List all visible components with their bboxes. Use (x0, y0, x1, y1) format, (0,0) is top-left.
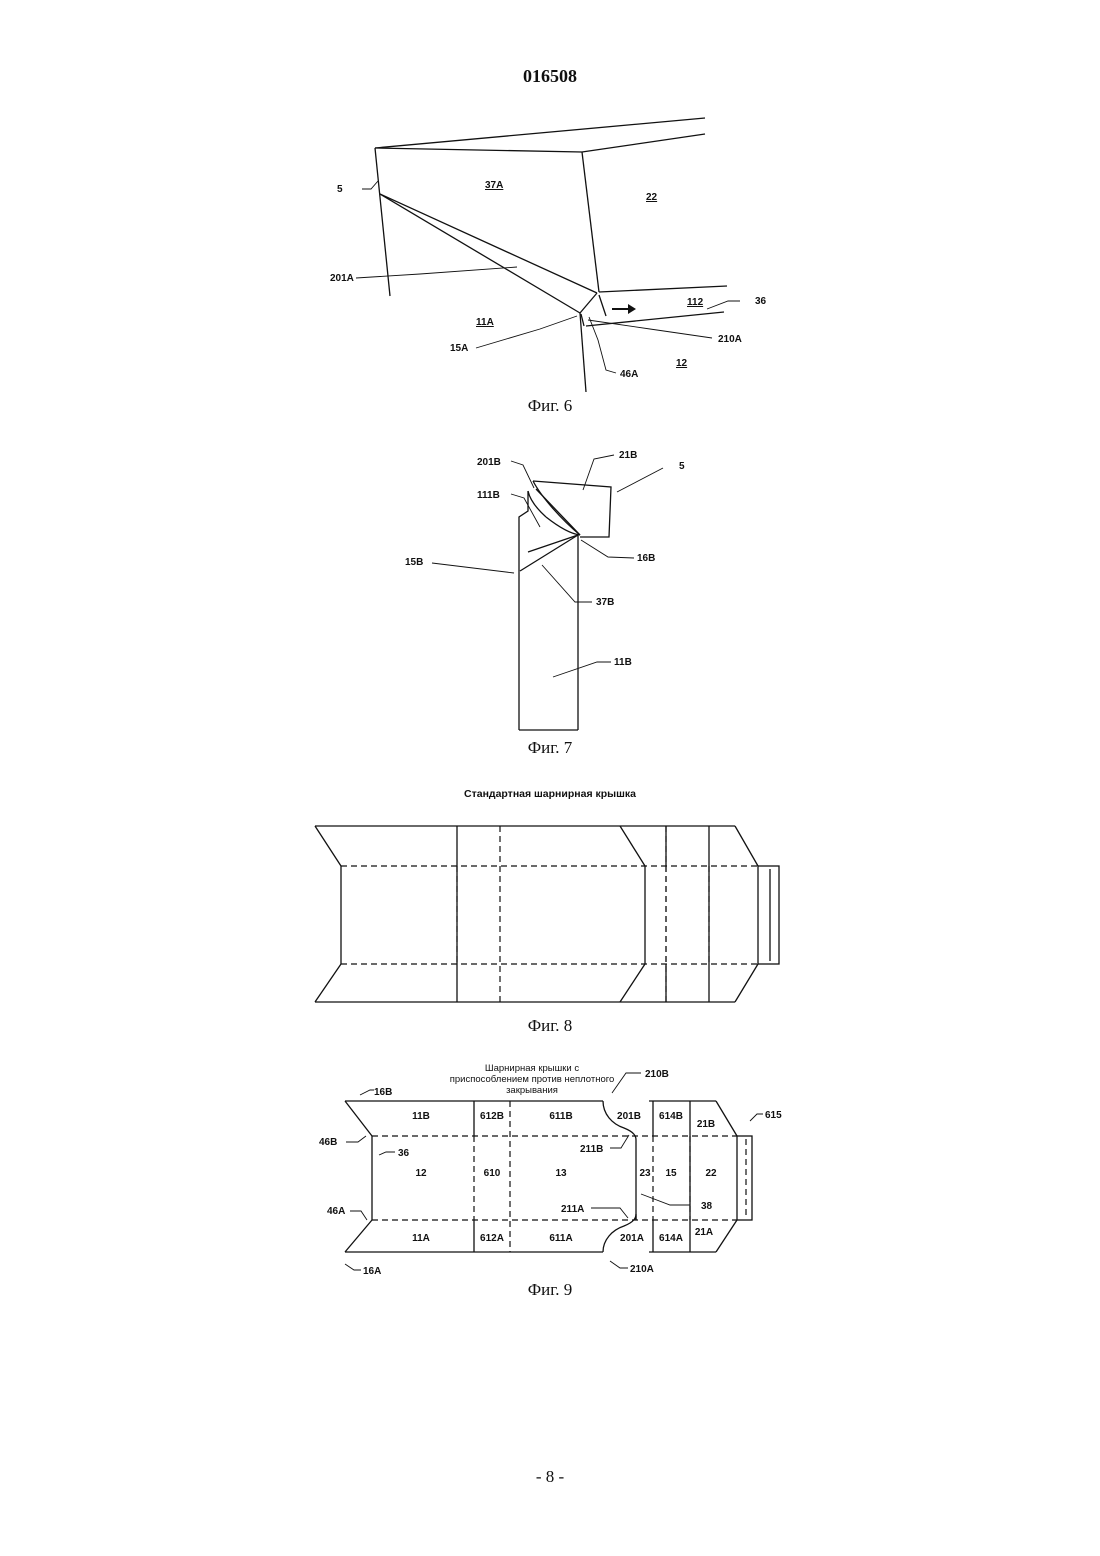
fig6-lines (356, 118, 740, 392)
fig6-label-12: 12 (676, 358, 688, 369)
fig8-caption: Фиг. 8 (0, 1016, 1100, 1036)
fig6-label-112: 112 (687, 297, 704, 308)
fig7-label-201B: 201B (477, 457, 501, 468)
fig9-label-211A: 211A (561, 1204, 584, 1215)
fig9-region-612B: 612B (480, 1111, 504, 1122)
fig9-label-210A: 210A (630, 1264, 654, 1275)
fig9-label-615: 615 (765, 1110, 782, 1121)
fig7-label-37B: 37B (596, 597, 614, 608)
fig9-title-line3: закрывания (506, 1085, 558, 1096)
fig9-region-15: 15 (665, 1168, 677, 1179)
fig9-region-12: 12 (415, 1168, 427, 1179)
fig6-label-201A: 201A (330, 273, 354, 284)
fig9-region-612A: 612A (480, 1233, 504, 1244)
page-footer-number: - 8 - (0, 1467, 1100, 1487)
fig6-label-22: 22 (646, 192, 658, 203)
fig9-label-16B: 16B (374, 1087, 392, 1098)
fig9-label-46B: 46B (319, 1137, 337, 1148)
fig8-lines (315, 826, 779, 1002)
fig7-lines (432, 455, 663, 730)
fig9-region-21B: 21B (697, 1119, 715, 1130)
fig9-region-610: 610 (484, 1168, 501, 1179)
fig9-label-38: 38 (701, 1201, 713, 1212)
fig9-region-22: 22 (705, 1168, 717, 1179)
fig7-label-11B: 11B (614, 657, 632, 668)
fig7-label-15B: 15B (405, 557, 423, 568)
fig9-label-16A: 16A (363, 1266, 381, 1277)
fig6-label-210A: 210A (718, 334, 742, 345)
fig9-title-line2: приспособлением против неплотного (450, 1074, 615, 1085)
fig9-region-21A: 21A (695, 1227, 713, 1238)
fig9-region-201B: 201B (617, 1111, 641, 1122)
fig7-label-5: 5 (679, 461, 685, 472)
fig6-label-36: 36 (755, 296, 767, 307)
fig7-label-16B: 16B (637, 553, 655, 564)
fig7-label-21B: 21B (619, 450, 637, 461)
fig9-label-46A: 46A (327, 1206, 345, 1217)
fig6-label-5: 5 (337, 184, 343, 195)
fig9-title-line1: Шарнирная крышки с (485, 1063, 579, 1074)
fig6-caption: Фиг. 6 (0, 396, 1100, 416)
fig9-region-11B: 11B (412, 1111, 430, 1122)
fig9-region-13: 13 (555, 1168, 567, 1179)
fig9-region-23: 23 (639, 1168, 651, 1179)
fig7-label-111B: 111B (477, 490, 500, 501)
fig7-caption: Фиг. 7 (0, 738, 1100, 758)
fig9-region-611A: 611A (549, 1233, 572, 1244)
fig6-label-37A: 37A (485, 180, 503, 191)
fig8-title: Стандартная шарнирная крышка (464, 788, 636, 800)
fig9-label-211B: 211B (580, 1144, 603, 1155)
fig9-region-614B: 614B (659, 1111, 683, 1122)
fig9-label-210B: 210B (645, 1069, 669, 1080)
fig9-region-611B: 611B (549, 1111, 572, 1122)
fig9-label-36: 36 (398, 1148, 410, 1159)
fig9-region-201A: 201A (620, 1233, 644, 1244)
fig6-label-15A: 15A (450, 343, 468, 354)
fig9-caption: Фиг. 9 (0, 1280, 1100, 1300)
fig9-region-11A: 11A (412, 1233, 430, 1244)
fig6-label-11A: 11A (476, 317, 494, 328)
fig6-label-46A: 46A (620, 369, 638, 380)
fig9-region-614A: 614A (659, 1233, 683, 1244)
